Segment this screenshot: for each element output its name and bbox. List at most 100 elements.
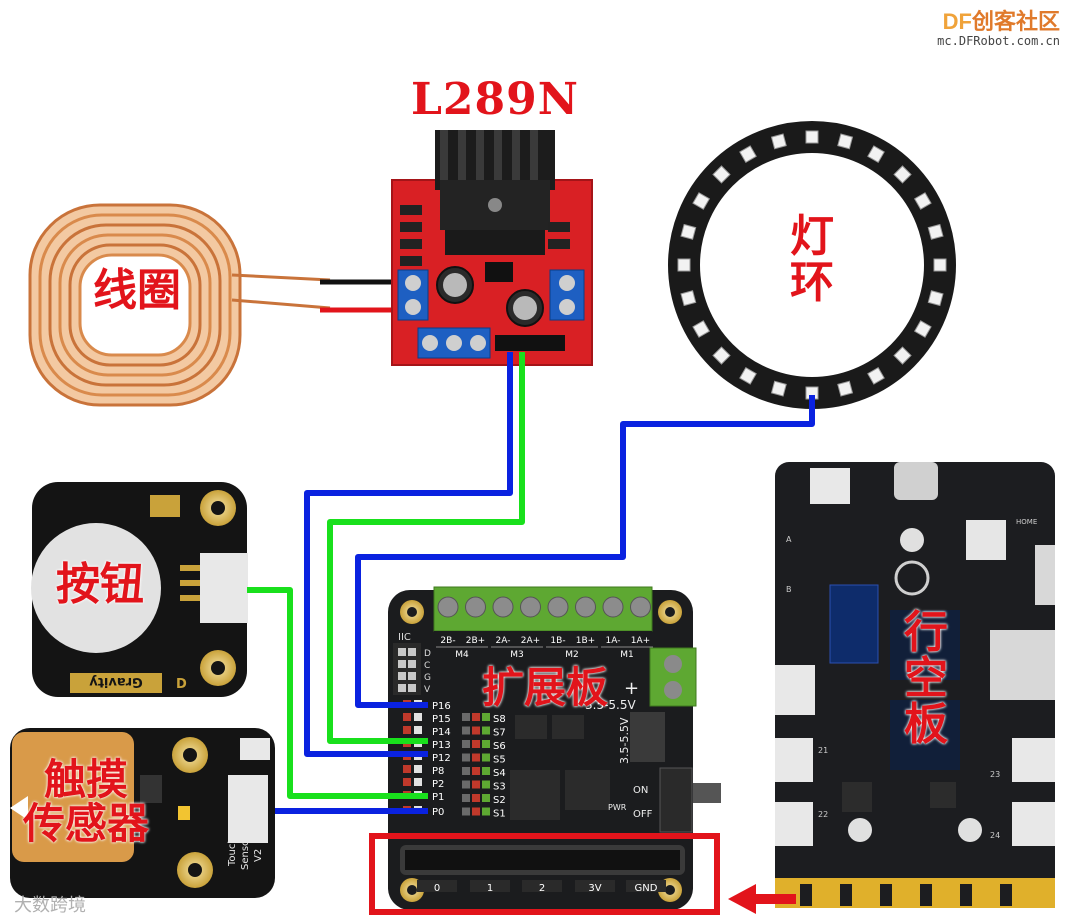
touch-text-1: Touch [227, 837, 238, 867]
button-module: Gravity D [31, 482, 248, 697]
left-pin-label: P8 [432, 766, 444, 777]
switch-on-label: ON [633, 785, 648, 796]
home-label: HOME [1016, 518, 1037, 526]
ring-led [867, 145, 885, 164]
ring-label-line1: 灯 [790, 211, 834, 262]
ring-led [739, 145, 757, 164]
iic-pin-label: C [424, 661, 430, 671]
servo-pin-label: S4 [493, 768, 506, 779]
edge-pin-label: 2 [539, 883, 545, 894]
left-pin-label: P0 [432, 807, 444, 818]
pin-label-b: B [786, 585, 792, 594]
servo-pin-label: S8 [493, 714, 506, 725]
ring-led [927, 223, 944, 240]
edge-pin-label: 3V [588, 883, 601, 894]
pin-label-24: 24 [990, 831, 1000, 840]
left-pin-label: P12 [432, 753, 451, 764]
wire-button-green [247, 587, 428, 799]
ring-led [770, 380, 787, 397]
iic-pin-label: G [424, 673, 431, 683]
motor-header-label: 2B- [440, 636, 455, 646]
brand-suffix: 创客社区 [971, 9, 1060, 34]
controller-label-line2: 空 [904, 653, 948, 705]
touch-label-line2: 传感器 [22, 799, 149, 849]
ring-led [680, 290, 697, 307]
ring-led [680, 223, 697, 240]
voltage-label-2: 3.5-5.5V [618, 717, 631, 764]
ring-led [837, 133, 854, 150]
touch-label-line1: 触摸 [43, 755, 128, 804]
motor-header-label: 2A+ [521, 636, 540, 646]
motor-group-label: M4 [455, 650, 469, 660]
pin-label-22: 22 [818, 810, 828, 819]
unihiker-board: HOME A B 21 22 23 24 [775, 462, 1055, 908]
wire-l298n-blue [304, 352, 513, 757]
edge-connector-highlight [369, 833, 720, 915]
motor-screw [575, 596, 596, 618]
servo-pin-label: S3 [493, 782, 506, 793]
servo-pin-label: S7 [493, 728, 506, 739]
gravity-label: Gravity [89, 674, 143, 689]
watermark: DF创客社区 mc.DFRobot.com.cn [937, 4, 1060, 48]
plus-label: + [624, 678, 639, 699]
ring-led [893, 346, 912, 365]
voltage-label-1: 3.5-5.5V [585, 698, 636, 712]
left-pin-label: P2 [432, 779, 444, 790]
motor-screw [630, 596, 651, 618]
iic-pin-label: D [424, 649, 431, 659]
motor-header-label: 2A- [496, 636, 511, 646]
servo-pin-label: S5 [493, 755, 506, 766]
left-pin-label: P13 [432, 740, 451, 751]
led-ring [668, 121, 956, 409]
ring-led [805, 130, 819, 144]
pin-label-a: A [786, 535, 792, 544]
ring-led [692, 320, 711, 338]
touch-text-2: Sensor [240, 835, 251, 870]
left-pin-label: P15 [432, 714, 451, 725]
controller-label-line1: 行 [904, 607, 948, 658]
iic-label: IIC [398, 632, 411, 643]
servo-pin-label: S6 [493, 741, 506, 752]
ring-led [739, 366, 757, 385]
motor-screw [602, 596, 624, 618]
ring-led [893, 165, 912, 184]
motor-header-label: 1A- [606, 636, 621, 646]
left-pin-label: P1 [432, 792, 444, 803]
ring-led [867, 366, 885, 385]
wireless-coil [28, 203, 331, 407]
motor-screw [547, 596, 569, 618]
left-pin-label: P14 [432, 727, 451, 738]
edge-pin-label: 0 [434, 883, 440, 894]
expansion-label: 扩展板 [481, 663, 608, 712]
motor-screw [492, 596, 514, 618]
button-d-label: D [176, 677, 187, 692]
motor-group-label: M1 [620, 650, 634, 660]
switch-off-label: OFF [633, 809, 653, 820]
insert-arrow [728, 884, 796, 914]
ring-label: 灯 环 [782, 211, 842, 309]
footer-watermark: 大数跨境 [14, 895, 86, 916]
motor-group-label: M3 [510, 650, 524, 660]
controller-label: 行 空 板 [896, 607, 956, 751]
brand-prefix: DF [942, 9, 972, 34]
controller-label-line3: 板 [904, 699, 948, 751]
ring-led [712, 165, 731, 184]
ring-led [913, 320, 932, 338]
ring-led [837, 380, 854, 397]
ring-label-line2: 环 [790, 257, 834, 309]
l298n-driver-board [391, 130, 593, 366]
motor-header-label: 2B+ [466, 636, 485, 646]
wires [247, 352, 815, 814]
pin-label-21: 21 [818, 746, 828, 755]
ring-led [712, 346, 731, 365]
touch-sensor-module: Touch Sensor V2 [10, 728, 275, 898]
pwr-label: PWR [608, 803, 627, 812]
wire-l298n-green [327, 352, 525, 744]
ring-led [692, 192, 711, 210]
motor-header-label: 1B+ [576, 636, 595, 646]
pin-label-23: 23 [990, 770, 1000, 779]
iic-pin-label: V [424, 685, 431, 695]
coil-label: 线圈 [93, 265, 181, 316]
